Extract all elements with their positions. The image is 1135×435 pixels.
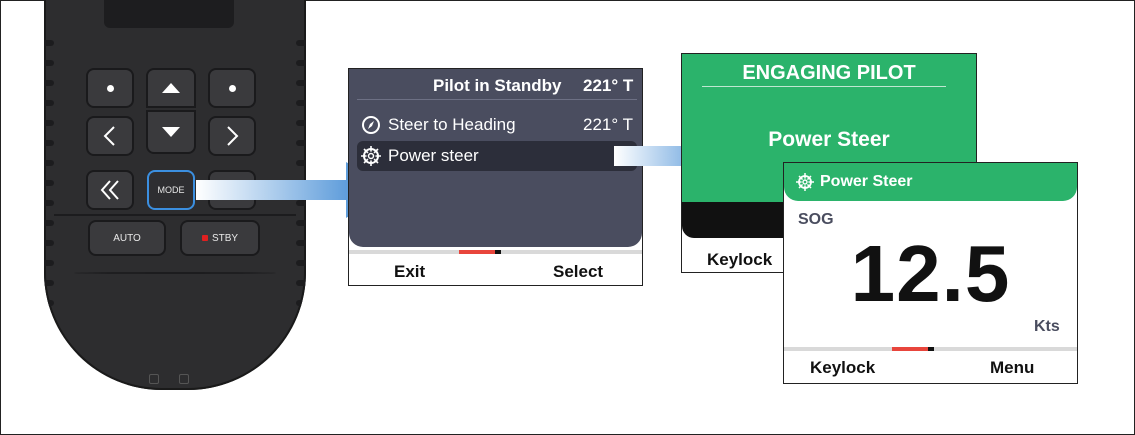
- page-indicator-end: [928, 347, 934, 351]
- lanyard-hole: [149, 374, 159, 384]
- remote-display-bezel: [104, 0, 234, 28]
- compass-icon: [362, 116, 380, 134]
- metric-label: SOG: [798, 211, 834, 228]
- down-button[interactable]: [146, 110, 196, 154]
- softkey-menu[interactable]: Menu: [990, 358, 1035, 377]
- page-indicator: [459, 250, 495, 254]
- standby-led-icon: [201, 235, 208, 241]
- header-divider: [702, 86, 946, 87]
- left-button[interactable]: [86, 116, 134, 156]
- lanyard-hole: [179, 374, 189, 384]
- menu-item-power-steer-content: Power steer: [361, 146, 479, 166]
- keypad-divider: [54, 214, 296, 216]
- chevron-right-icon: [227, 126, 239, 146]
- softkey-keylock[interactable]: Keylock: [707, 250, 773, 269]
- chevron-left-icon: [103, 126, 115, 146]
- arrow-up-icon: [162, 83, 180, 93]
- flow-arrow: [196, 162, 394, 218]
- engaging-mode: Power Steer: [768, 128, 890, 151]
- soft-key-left-button[interactable]: [86, 68, 134, 108]
- softkey-keylock[interactable]: Keylock: [810, 358, 876, 377]
- dot-icon: [228, 84, 236, 92]
- pilot-remote-keypad: MODE AUTO STBY: [44, 0, 306, 390]
- screen-title-heading: 221° T: [583, 76, 634, 95]
- back-button[interactable]: [86, 170, 134, 210]
- menu-item-value: 221° T: [583, 115, 633, 134]
- double-chevron-left-icon: [100, 180, 119, 200]
- menu-item-power-steer[interactable]: [357, 141, 637, 171]
- menu-panel: Pilot in Standby 221° T Steer to Heading…: [349, 69, 642, 247]
- metric-unit: Kts: [1034, 318, 1060, 335]
- up-button[interactable]: [146, 68, 196, 108]
- page-indicator-end: [495, 250, 501, 254]
- helm-wheel-icon: [361, 146, 381, 166]
- helm-wheel-icon: [796, 173, 814, 191]
- mode-button-label: MODE: [157, 185, 185, 195]
- screen-title: Pilot in Standby: [433, 76, 562, 95]
- arrow-down-icon: [162, 127, 180, 137]
- power-steer-screen: Power Steer SOG 12.5 Kts Keylock Menu: [783, 162, 1078, 384]
- soft-key-right-button[interactable]: [208, 68, 256, 108]
- power-steer-title-row: Power Steer: [796, 173, 912, 191]
- page-indicator: [892, 347, 928, 351]
- softkey-select[interactable]: Select: [553, 262, 604, 281]
- softkey-exit[interactable]: Exit: [394, 262, 426, 281]
- header-divider: [357, 99, 637, 100]
- standby-button[interactable]: STBY: [180, 220, 260, 256]
- menu-item-label: Steer to Heading: [388, 115, 516, 134]
- metric-value: 12.5: [850, 229, 1011, 318]
- mode-button[interactable]: MODE: [147, 170, 195, 210]
- auto-button-label: AUTO: [113, 232, 141, 244]
- engaging-title: ENGAGING PILOT: [742, 62, 916, 84]
- menu-item-steer-to-heading[interactable]: Steer to Heading: [361, 115, 516, 135]
- auto-button[interactable]: AUTO: [88, 220, 166, 256]
- right-button[interactable]: [208, 116, 256, 156]
- menu-item-label: Power steer: [388, 146, 479, 165]
- power-steer-header: Power Steer: [784, 163, 1077, 201]
- dot-icon: [106, 84, 114, 92]
- keypad-divider: [74, 272, 276, 274]
- power-steer-title: Power Steer: [820, 173, 913, 190]
- pilot-standby-screen: Pilot in Standby 221° T Steer to Heading…: [348, 68, 643, 286]
- standby-button-label: STBY: [211, 232, 239, 244]
